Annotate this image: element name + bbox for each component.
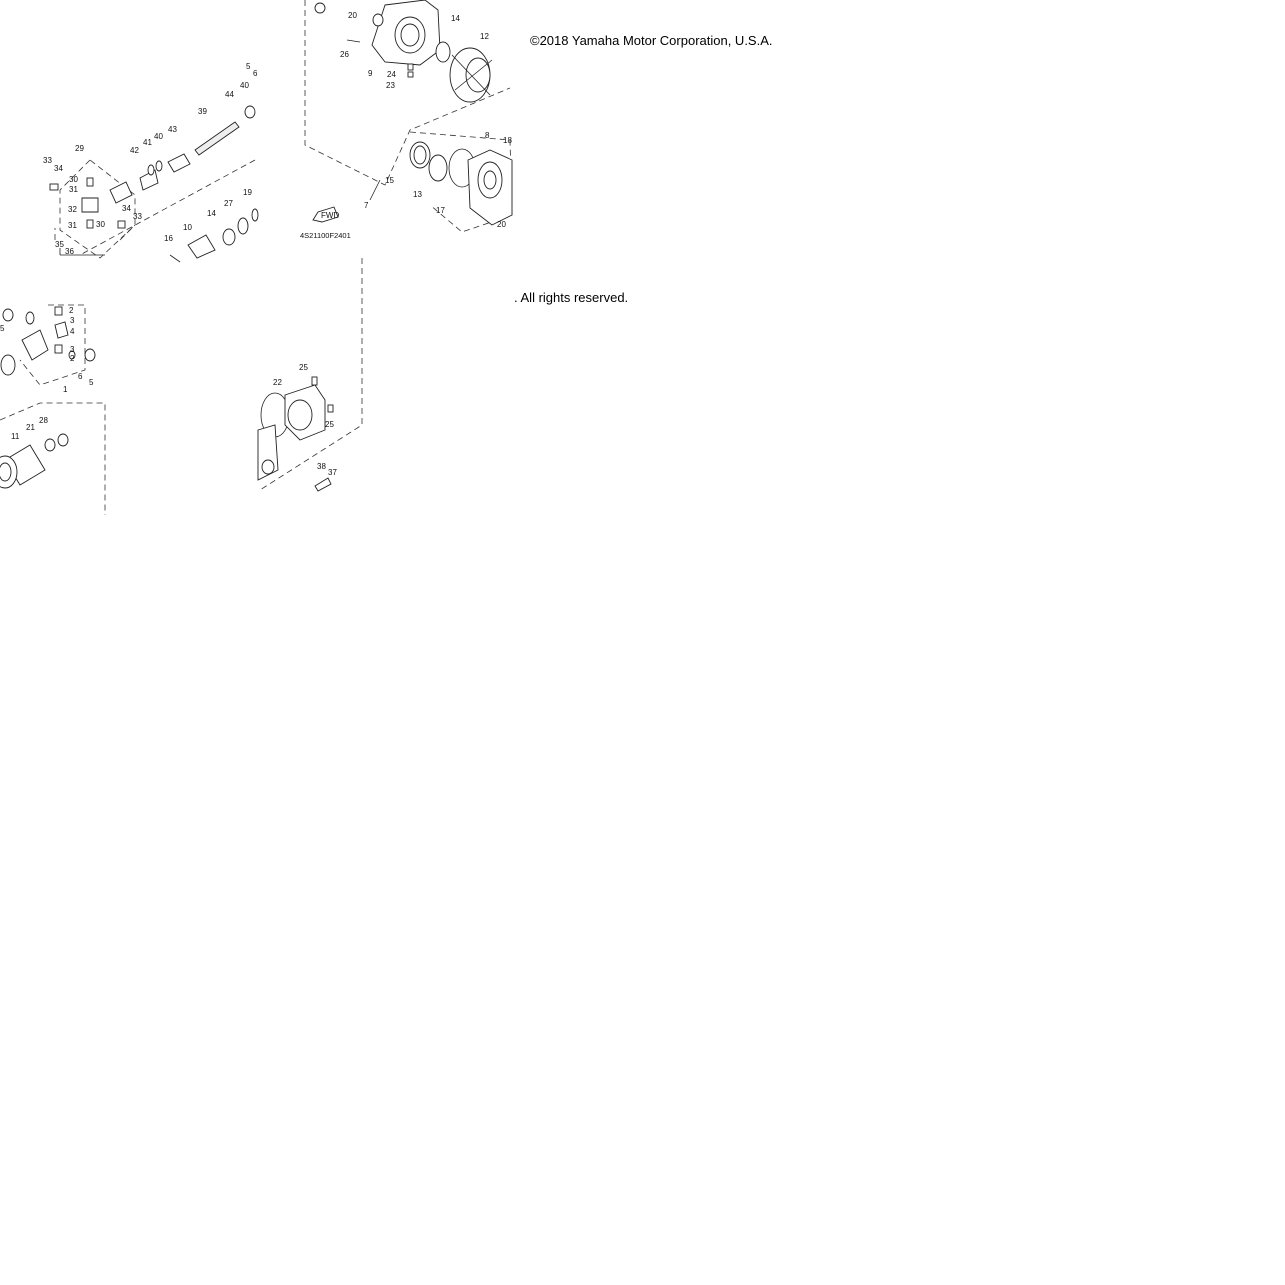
yoke-panel (0, 402, 106, 515)
callout: 36 (65, 247, 74, 256)
callout: 3 (70, 345, 75, 354)
callout: 8 (485, 131, 490, 140)
callout: 33 (133, 212, 142, 221)
callout: 17 (436, 206, 445, 215)
callout: 1 (63, 385, 68, 394)
callout: 5 (246, 62, 251, 71)
callout: 22 (273, 378, 282, 387)
callout: 5 (0, 324, 5, 333)
callout: 20 (348, 11, 357, 20)
callout: 31 (68, 221, 77, 230)
drive-shaft-panel (49, 105, 259, 263)
callout: 37 (328, 468, 337, 477)
callout: 13 (413, 190, 422, 199)
callout: 25 (299, 363, 308, 372)
callout: 6 (78, 372, 83, 381)
callout: 5 (89, 378, 94, 387)
callout: 16 (164, 234, 173, 243)
callout: 9 (368, 69, 373, 78)
callout: 30 (69, 175, 78, 184)
callout: 21 (26, 423, 35, 432)
callout: 12 (480, 32, 489, 41)
callout: 3 (70, 316, 75, 325)
callout: 39 (198, 107, 207, 116)
rights-notice: . All rights reserved. (514, 290, 629, 305)
callout: 44 (225, 90, 234, 99)
callout: 40 (154, 132, 163, 141)
callout: 31 (69, 185, 78, 194)
callout: 2 (69, 306, 74, 315)
callout: 43 (168, 125, 177, 134)
callout: 18 (503, 136, 512, 145)
callout: 11 (11, 432, 20, 441)
callout: 10 (183, 223, 192, 232)
callout: 14 (207, 209, 216, 218)
callout: 40 (240, 81, 249, 90)
callout: 34 (54, 164, 63, 173)
callout-labels: 20 14 12 26 9 24 23 8 18 15 13 17 7 20 5… (0, 11, 512, 477)
differential-panel (304, 0, 513, 233)
callout: 27 (224, 199, 233, 208)
callout: 24 (387, 70, 396, 79)
callout: 15 (385, 176, 394, 185)
fwd-indicator: FWD 4S21100F2401 (300, 206, 351, 240)
callout: 26 (340, 50, 349, 59)
callout: 14 (451, 14, 460, 23)
callout: 32 (68, 205, 77, 214)
callout: 35 (55, 240, 64, 249)
callout: 28 (39, 416, 48, 425)
copyright-notice: ©2018 Yamaha Motor Corporation, U.S.A. (530, 33, 773, 48)
callout: 7 (364, 201, 369, 210)
callout: 38 (317, 462, 326, 471)
callout: 23 (386, 81, 395, 90)
callout: 4 (70, 327, 75, 336)
callout: 41 (143, 138, 152, 147)
callout: 25 (325, 420, 334, 429)
callout: 2 (70, 354, 75, 363)
callout: 29 (75, 144, 84, 153)
callout: 20 (497, 220, 506, 229)
callout: 19 (243, 188, 252, 197)
callout: 42 (130, 146, 139, 155)
callout: 6 (253, 69, 258, 78)
callout: 34 (122, 204, 131, 213)
cover-panel (257, 258, 363, 492)
callout: 33 (43, 156, 52, 165)
diagram-code: 4S21100F2401 (300, 231, 351, 240)
fwd-label: FWD (321, 211, 339, 220)
callout: 30 (96, 220, 105, 229)
u-joint-panel (0, 304, 96, 386)
